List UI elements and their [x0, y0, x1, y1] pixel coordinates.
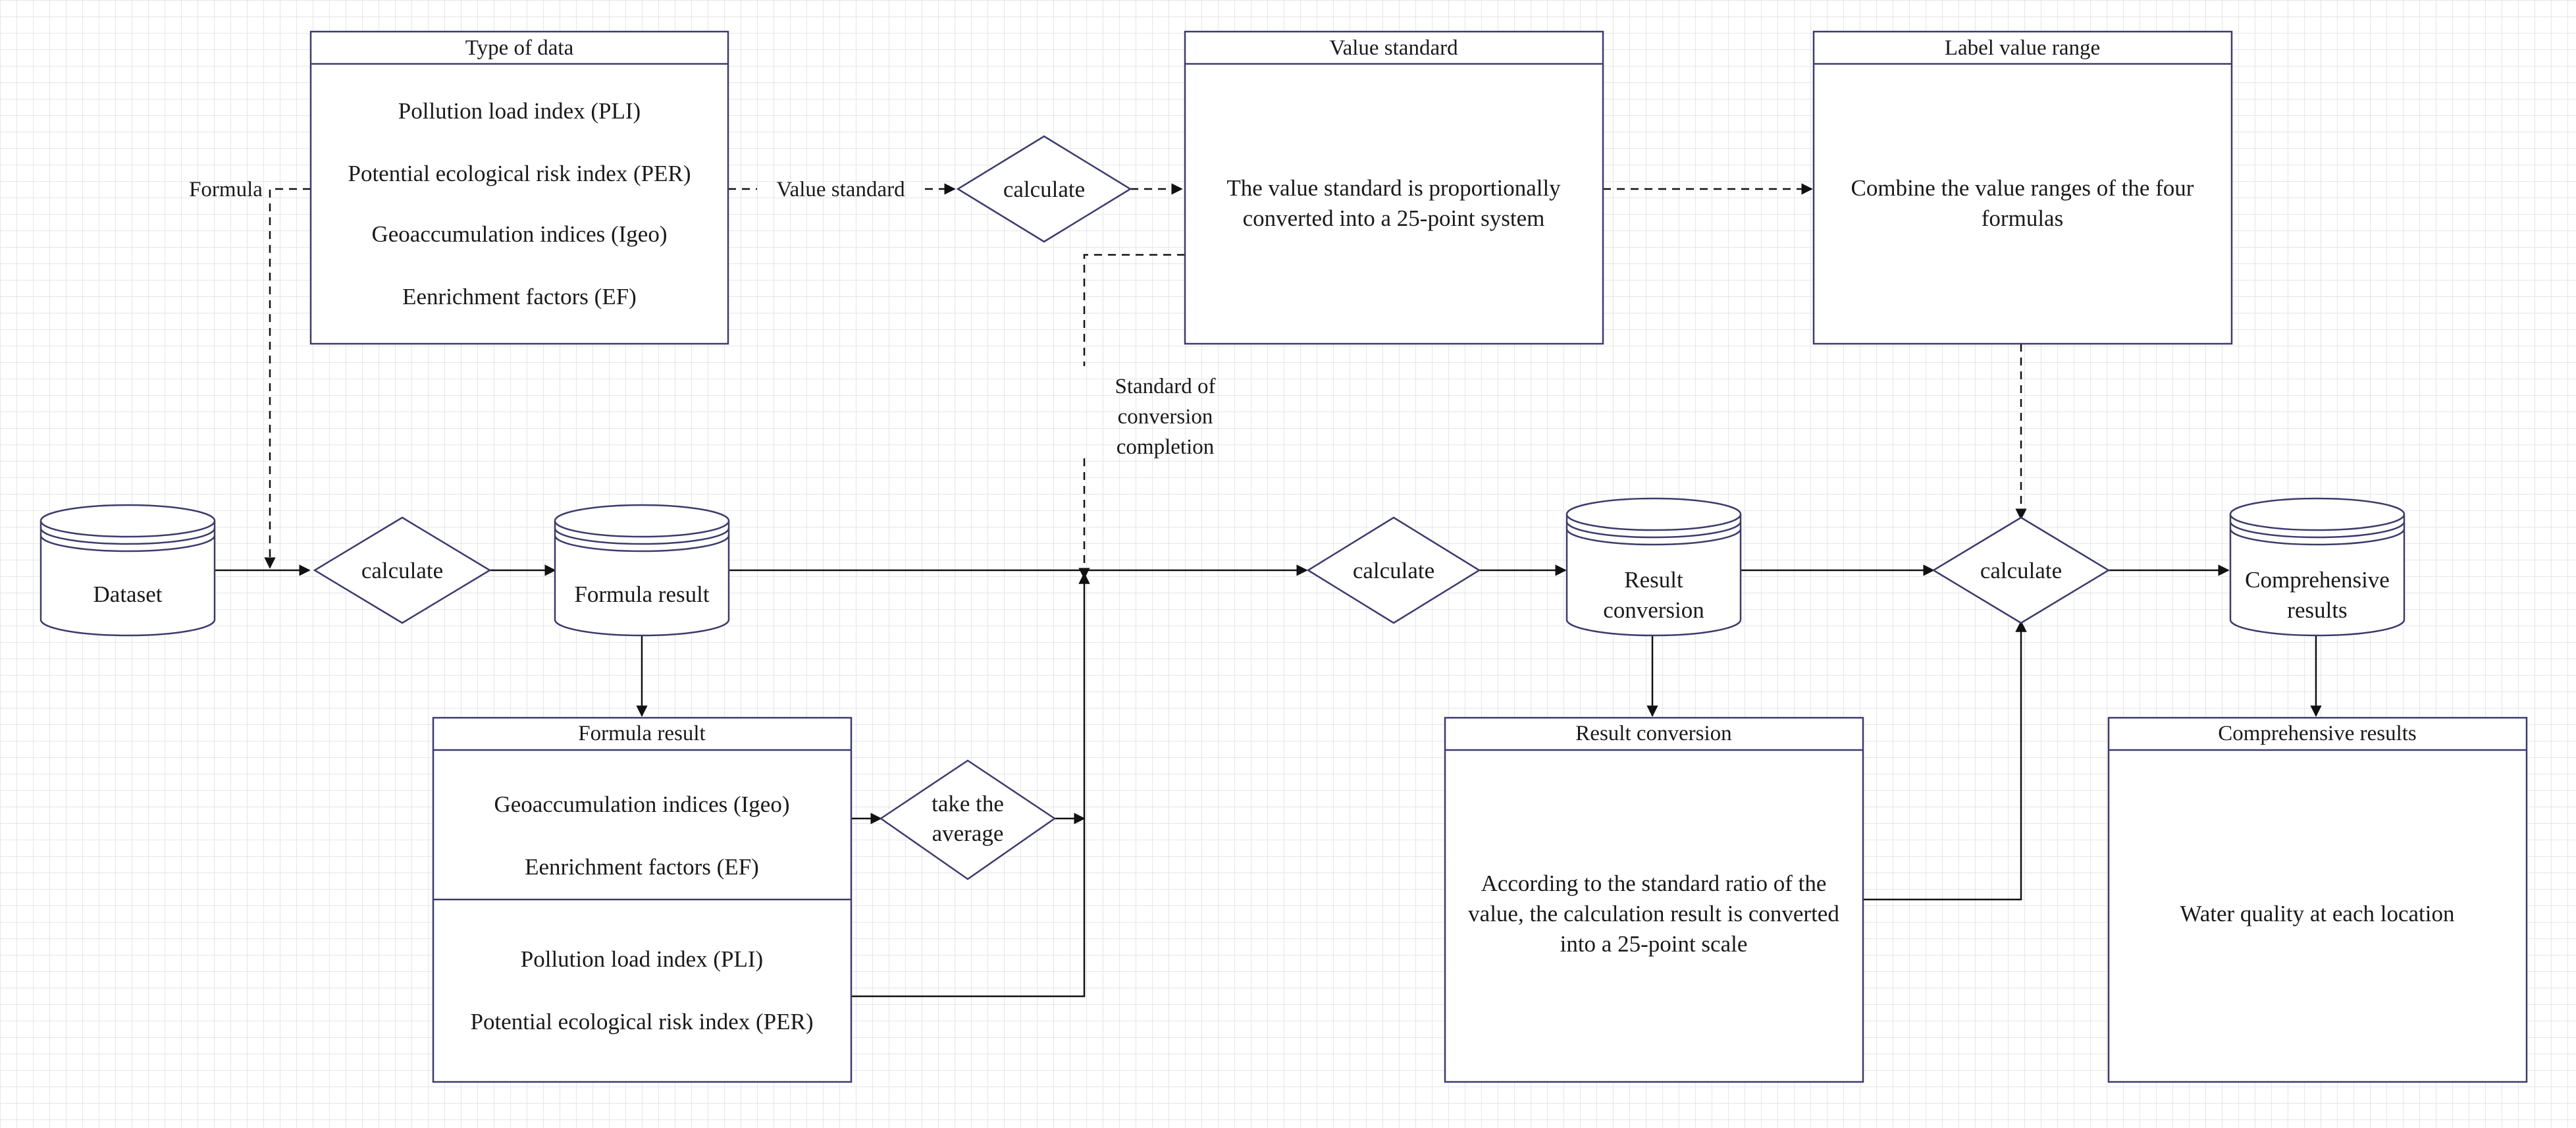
formula-result-item: Geoaccumulation indices (Igeo) — [494, 792, 790, 817]
edge-label-value-standard: Value standard — [776, 178, 905, 201]
comprehensive-results-cylinder: Comprehensive results — [2229, 497, 2405, 637]
label-value-range-body: formulas — [1982, 205, 2063, 231]
connectors — [215, 183, 2322, 998]
result-conversion-body: value, the calculation result is convert… — [1468, 901, 1839, 927]
comprehensive-results-box: Comprehensive results Water quality at e… — [2107, 716, 2528, 1083]
formula-result-cylinder: Formula result — [554, 504, 730, 637]
result-conversion-box: Result conversion According to the stand… — [1444, 716, 1864, 1083]
formula-result-item: Eenrichment factors (EF) — [525, 854, 759, 880]
type-of-data-box: Type of data Pollution load index (PLI) … — [309, 30, 729, 345]
dataset-label: Dataset — [93, 581, 163, 607]
edge-label-standard-conversion-1: Standard of — [1115, 375, 1215, 398]
result-conversion-body: According to the standard ratio of the — [1481, 871, 1827, 896]
take-average-diamond: take the average — [879, 759, 1057, 880]
formula-result-box-title: Formula result — [578, 722, 705, 745]
take-average-label: average — [932, 820, 1004, 846]
formula-result-box: Formula result Geoaccumulation indices (… — [432, 716, 853, 1083]
calculate-label: calculate — [1353, 558, 1434, 583]
edge-result-box-to-calc4 — [1863, 620, 2027, 901]
take-average-label: take the — [932, 791, 1004, 817]
calculate-diamond-3: calculate — [956, 135, 1132, 243]
comprehensive-results-body: Water quality at each location — [2180, 901, 2455, 927]
label-value-range-box: Label value range Combine the value rang… — [1812, 30, 2233, 345]
calculate-diamond-1: calculate — [313, 516, 492, 624]
calculate-label: calculate — [1003, 176, 1085, 202]
calculate-diamond-2: calculate — [1306, 516, 1481, 624]
value-standard-body: The value standard is proportionally — [1226, 175, 1561, 201]
result-conversion-cylinder-label: Result — [1624, 567, 1683, 593]
value-standard-title: Value standard — [1329, 36, 1458, 60]
calculate-diamond-4: calculate — [1932, 516, 2111, 624]
edge-section2-to-mainline — [851, 572, 1090, 998]
edge-standard-conversion-dashed — [1083, 254, 1185, 366]
result-conversion-body: into a 25-point scale — [1560, 931, 1748, 957]
type-of-data-item: Geoaccumulation indices (Igeo) — [372, 221, 668, 247]
value-standard-body: converted into a 25-point system — [1243, 205, 1545, 231]
edge-formula-dashed — [264, 188, 311, 569]
type-of-data-title: Type of data — [465, 36, 574, 60]
type-of-data-item: Potential ecological risk index (PER) — [348, 161, 691, 186]
result-conversion-cylinder-label: conversion — [1603, 597, 1704, 623]
calculate-label: calculate — [361, 558, 443, 583]
label-value-range-title: Label value range — [1945, 36, 2100, 60]
formula-result-item: Pollution load index (PLI) — [521, 946, 763, 972]
edge-label-standard-conversion-2: conversion — [1118, 405, 1213, 429]
comprehensive-results-cylinder-label: results — [2287, 597, 2347, 623]
result-conversion-box-title: Result conversion — [1575, 722, 1731, 745]
label-value-range-body: Combine the value ranges of the four — [1851, 175, 2194, 201]
comprehensive-results-box-title: Comprehensive results — [2218, 722, 2417, 745]
formula-result-cylinder-label: Formula result — [574, 581, 709, 607]
comprehensive-results-cylinder-label: Comprehensive — [2245, 567, 2390, 593]
edge-label-standard-conversion-3: completion — [1117, 435, 1214, 459]
type-of-data-item: Eenrichment factors (EF) — [402, 284, 637, 309]
result-conversion-cylinder: Result conversion — [1565, 497, 1742, 637]
dataset-cylinder: Dataset — [39, 504, 216, 637]
type-of-data-item: Pollution load index (PLI) — [398, 98, 641, 124]
calculate-label: calculate — [1980, 558, 2062, 583]
edge-label-formula: Formula — [189, 178, 263, 201]
formula-result-item: Potential ecological risk index (PER) — [470, 1009, 813, 1034]
value-standard-box: Value standard The value standard is pro… — [1184, 30, 1604, 345]
